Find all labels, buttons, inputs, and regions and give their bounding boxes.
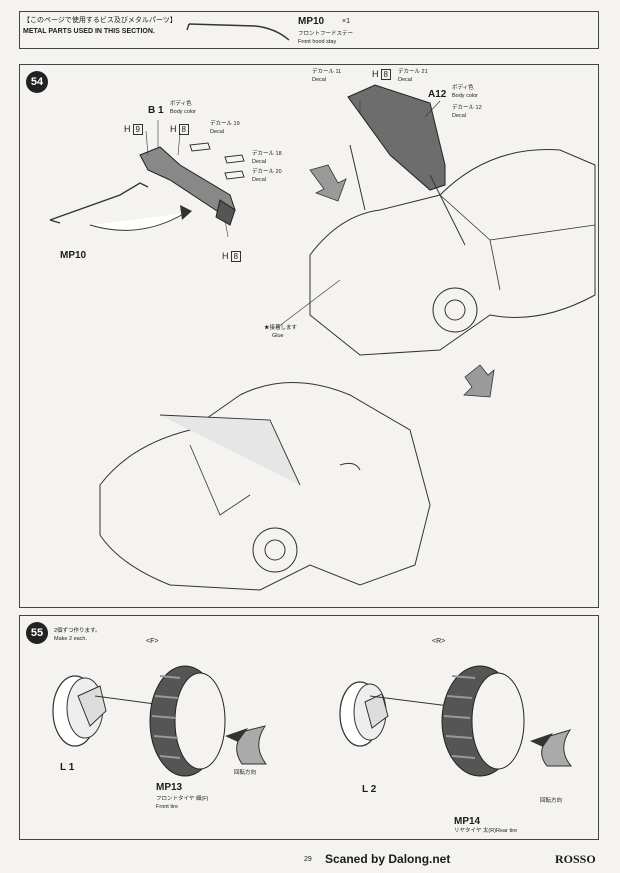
a12-body-color-jp: ボディ色 — [452, 85, 474, 91]
make-2-jp: 2個ずつ作ります。 — [54, 628, 101, 634]
glue-en: Glue — [272, 333, 284, 339]
step-54-panel: 54 — [19, 64, 599, 608]
step-54-number: 54 — [26, 71, 48, 93]
step-55-panel: 55 2個ずつ作ります。 Make 2 each. <F> <R> L 1 L … — [19, 615, 599, 840]
body-color-en: Body color — [170, 109, 196, 115]
mp13-label: MP13 — [156, 782, 183, 793]
decal-19-jp: デカール 19 — [210, 121, 240, 127]
step-54-illustration — [49, 84, 596, 591]
scan-credit: Scaned by Dalong.net — [325, 852, 451, 866]
decal-18-jp: デカール 18 — [252, 151, 282, 157]
l1-label: L 1 — [60, 762, 75, 773]
metal-parts-jp-title: 【このページで使用するビス及びメタルパーツ】 — [23, 17, 177, 24]
mp13-jp: フロントタイヤ 細(F) — [156, 796, 209, 802]
body-color-jp: ボディ色 — [170, 101, 192, 107]
page-number: 29 — [304, 856, 312, 863]
glue-jp: ★接着します — [264, 325, 298, 331]
decal-11-jp: デカール 11 — [312, 69, 342, 75]
decal-18-en: Decal — [252, 159, 267, 165]
front-tag: <F> — [146, 638, 159, 645]
decal-21-jp: デカール 21 — [398, 69, 428, 75]
mp10-part-jp: フロントフードステー — [298, 31, 354, 37]
l2-label: L 2 — [362, 784, 377, 795]
decal-20-jp: デカール 20 — [252, 169, 282, 175]
mp10-label: MP10 — [60, 250, 87, 261]
mp10-part-code: MP10 — [298, 16, 325, 27]
a12-label: A12 — [428, 89, 447, 100]
metal-parts-header: 【このページで使用するビス及びメタルパーツ】 METAL PARTS USED … — [19, 11, 599, 49]
a12-body-color-en: Body color — [452, 93, 478, 99]
mp14-en: Rear tire — [496, 828, 518, 834]
make-2-en: Make 2 each. — [54, 636, 88, 642]
decal-20-en: Decal — [252, 177, 267, 183]
mp14-label: MP14 — [454, 816, 481, 827]
rear-tag: <R> — [432, 638, 446, 645]
mp10-part-en: Front hood stay — [298, 39, 337, 45]
step-55-number: 55 — [26, 622, 48, 644]
mp10-part-qty: ×1 — [342, 18, 350, 25]
brand-logo: ROSSO — [555, 852, 596, 866]
mp13-en: Front tire — [156, 804, 179, 810]
b1-label: B 1 — [148, 105, 164, 116]
decal-12-en: Decal — [452, 113, 467, 119]
mp14-jp: リヤタイヤ 太(R) — [454, 828, 496, 834]
decal-11-en: Decal — [312, 77, 327, 83]
hood-stay-icon — [186, 23, 290, 41]
decal-19-en: Decal — [210, 129, 225, 135]
front-rotation-direction: 回転方向 — [234, 770, 257, 776]
decal-12-jp: デカール 12 — [452, 105, 482, 111]
decal-21-en: Decal — [398, 77, 413, 83]
metal-parts-en-title: METAL PARTS USED IN THIS SECTION. — [23, 28, 155, 35]
rear-rotation-direction: 回転方向 — [540, 798, 563, 804]
step-55-illustration — [52, 665, 573, 777]
